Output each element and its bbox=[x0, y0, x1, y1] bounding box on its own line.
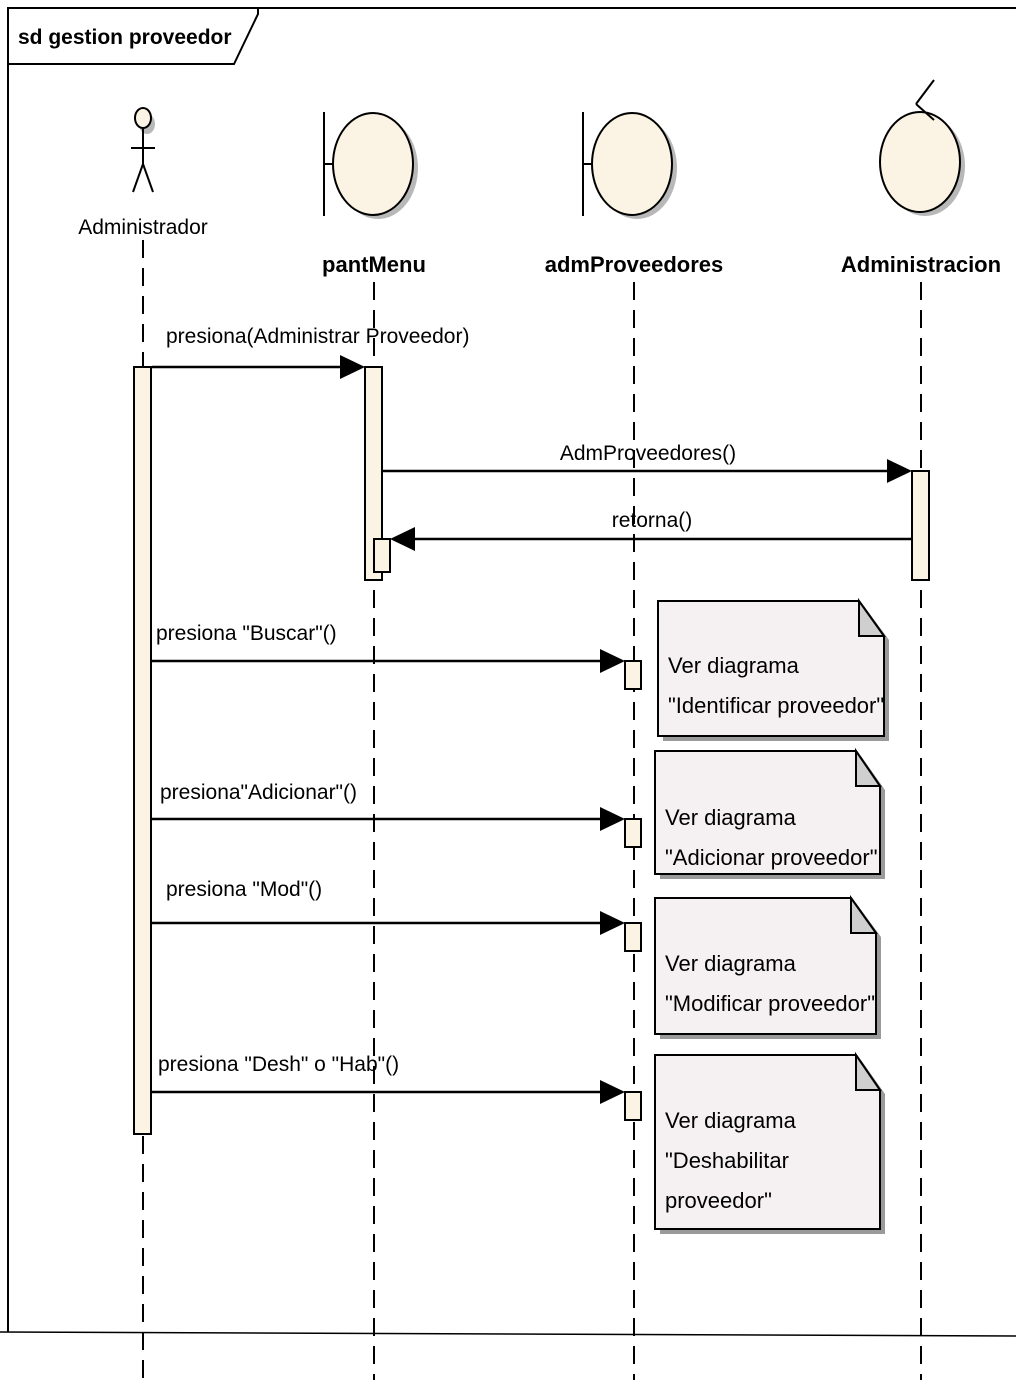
activation-admproveedores-4 bbox=[624, 1091, 642, 1121]
message-label: presiona "Buscar"() bbox=[156, 622, 337, 645]
note-line: Ver diagrama bbox=[665, 1108, 797, 1133]
note-line: Ver diagrama bbox=[665, 951, 797, 976]
note-line: "Adicionar proveedor" bbox=[665, 845, 878, 870]
note-deshabilitar-proveedor: Ver diagrama "Deshabilitar proveedor" bbox=[654, 1051, 885, 1234]
message-label: presiona"Adicionar"() bbox=[160, 781, 357, 804]
lifeline-head-pantmenu: pantMenu bbox=[322, 112, 426, 277]
actor-administrador: Administrador bbox=[78, 107, 208, 239]
note-line: Ver diagrama bbox=[665, 805, 797, 830]
note-line: "Deshabilitar bbox=[665, 1148, 789, 1173]
frame-label: sd gestion proveedor bbox=[18, 26, 232, 49]
activation-administracion bbox=[911, 470, 930, 581]
note-adicionar-proveedor: Ver diagrama "Adicionar proveedor" bbox=[654, 747, 885, 879]
lifeline-name: pantMenu bbox=[322, 252, 426, 277]
stick-figure-icon bbox=[131, 107, 155, 193]
frame-tab bbox=[7, 7, 259, 65]
lifeline-head-administracion: Administracion bbox=[841, 79, 1001, 277]
boundary-icon bbox=[323, 112, 418, 219]
message-admproveedores: AdmProveedores() bbox=[382, 442, 912, 483]
lifeline-head-admproveedores: admProveedores bbox=[545, 112, 724, 277]
lifeline-name: admProveedores bbox=[545, 252, 724, 277]
note-line: "Identificar proveedor" bbox=[668, 693, 884, 718]
note-line: "Modificar proveedor" bbox=[665, 991, 875, 1016]
message-label: retorna() bbox=[612, 509, 693, 532]
note-identificar-proveedor: Ver diagrama "Identificar proveedor" bbox=[657, 597, 889, 741]
activation-pantmenu-return bbox=[373, 538, 391, 573]
boundary-icon bbox=[582, 112, 677, 219]
control-icon bbox=[879, 79, 965, 216]
message-label: presiona(Administrar Proveedor) bbox=[166, 325, 469, 348]
diagram-frame: sd gestion proveedor bbox=[0, 7, 1016, 1337]
message-presiona-desh-hab: presiona "Desh" o "Hab"() bbox=[152, 1053, 625, 1104]
message-label: presiona "Mod"() bbox=[166, 878, 322, 901]
message-retorna: retorna() bbox=[390, 509, 912, 551]
note-line: proveedor" bbox=[665, 1188, 772, 1213]
message-presiona-adicionar: presiona"Adicionar"() bbox=[152, 781, 625, 831]
note-line: Ver diagrama bbox=[668, 653, 800, 678]
activation-pantmenu bbox=[364, 366, 383, 581]
message-label: presiona "Desh" o "Hab"() bbox=[158, 1053, 399, 1076]
lifeline-name: Administracion bbox=[841, 252, 1001, 277]
activation-administrador bbox=[133, 366, 152, 1135]
message-presiona-buscar: presiona "Buscar"() bbox=[152, 622, 625, 673]
note-modificar-proveedor: Ver diagrama "Modificar proveedor" bbox=[654, 894, 881, 1039]
message-presiona-administrar-proveedor: presiona(Administrar Proveedor) bbox=[152, 325, 469, 379]
message-presiona-mod: presiona "Mod"() bbox=[152, 878, 625, 935]
actor-name: Administrador bbox=[78, 216, 208, 239]
message-label: AdmProveedores() bbox=[560, 442, 736, 465]
activation-admproveedores-2 bbox=[624, 818, 642, 848]
activation-admproveedores-3 bbox=[624, 922, 642, 952]
activation-admproveedores-1 bbox=[624, 660, 642, 690]
